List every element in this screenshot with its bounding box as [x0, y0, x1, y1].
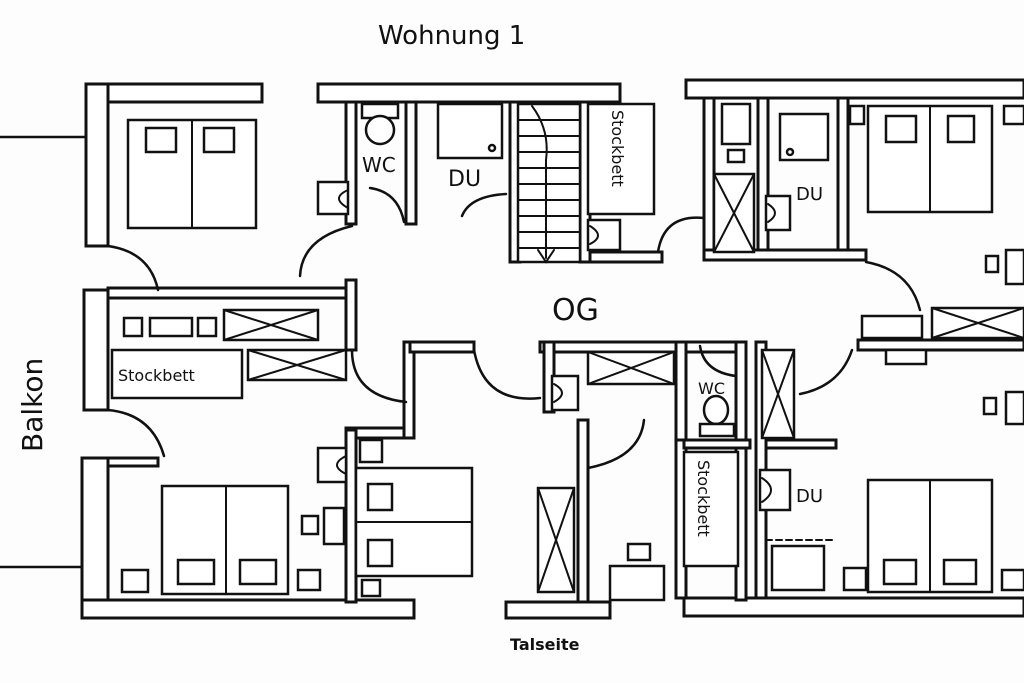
outer-walls	[80, 78, 1024, 620]
small-furniture	[120, 104, 1024, 602]
beds	[126, 104, 994, 596]
door-swings	[106, 186, 922, 470]
room-label-wc-top: WC	[362, 153, 396, 177]
room-label-stockbett-stair: Stockbett	[608, 110, 627, 187]
room-label-du-bottom-right: DU	[796, 486, 823, 507]
valley-side-label: Talseite	[510, 635, 580, 654]
staircase	[516, 102, 582, 264]
room-label-wc-bottom: WC	[698, 379, 725, 398]
room-label-stockbett-bottom: Stockbett	[694, 460, 713, 537]
wardrobes	[222, 172, 1024, 594]
room-label-stockbett-left: Stockbett	[118, 366, 195, 385]
room-label-du-top-right: DU	[796, 184, 823, 205]
room-label-du-top-left: DU	[448, 167, 481, 192]
plan-title: Wohnung 1	[378, 21, 525, 51]
sanitary	[316, 102, 837, 592]
bunk-beds	[110, 102, 740, 568]
balcony-label: Balkon	[16, 358, 49, 452]
floor-label: OG	[552, 293, 599, 328]
